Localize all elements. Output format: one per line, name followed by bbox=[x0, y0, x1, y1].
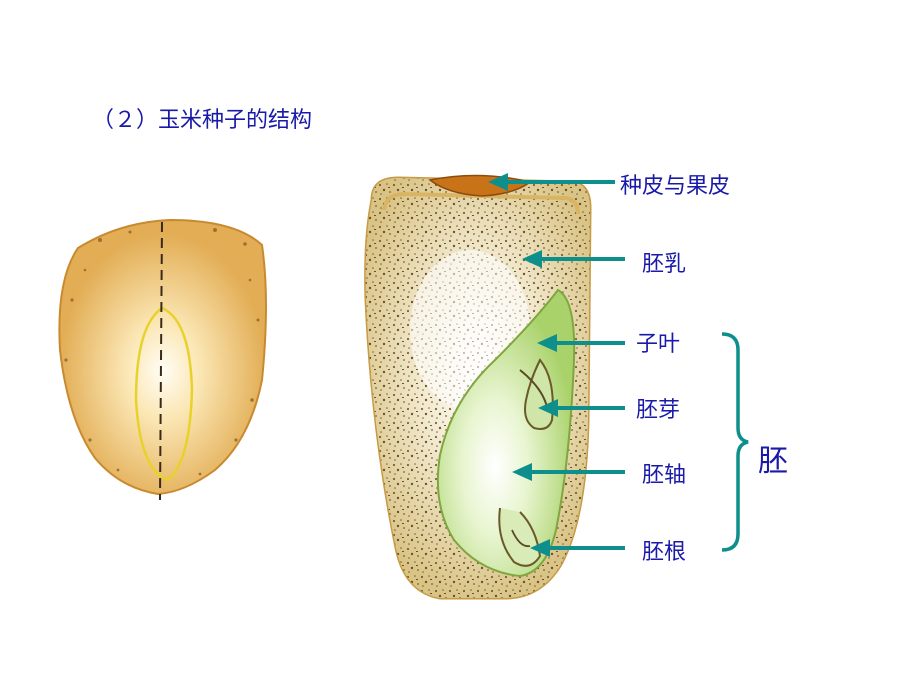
label-hypocotyl: 胚轴 bbox=[642, 463, 687, 488]
arrow-radicle bbox=[530, 539, 625, 557]
page-title: （２）玉米种子的结构 bbox=[92, 108, 313, 133]
kernel-texture bbox=[64, 228, 260, 476]
radicle-shape bbox=[498, 507, 542, 567]
label-endosperm: 胚乳 bbox=[642, 252, 687, 277]
label-cotyledon: 子叶 bbox=[636, 332, 681, 357]
embryo-bracket bbox=[721, 332, 749, 552]
label-arrows bbox=[488, 173, 625, 557]
cut-line bbox=[159, 221, 163, 501]
whole-kernel-illustration bbox=[58, 218, 267, 501]
kernel-embryo-outline bbox=[134, 306, 194, 482]
label-seed-coat-pericarp: 种皮与果皮 bbox=[620, 174, 731, 199]
seed-cross-section bbox=[364, 174, 592, 600]
label-embryo: 胚 bbox=[758, 444, 788, 479]
arrow-seed-coat bbox=[488, 173, 615, 191]
arrow-plumule bbox=[538, 399, 625, 417]
label-radicle: 胚根 bbox=[642, 540, 687, 565]
label-plumule: 胚芽 bbox=[636, 398, 681, 423]
arrow-cotyledon bbox=[537, 334, 625, 352]
plumule-shape bbox=[524, 358, 554, 430]
kernel-outline bbox=[58, 218, 267, 496]
radicle-tip bbox=[511, 529, 531, 548]
arrow-hypocotyl bbox=[512, 463, 625, 481]
arrow-endosperm bbox=[522, 250, 625, 268]
